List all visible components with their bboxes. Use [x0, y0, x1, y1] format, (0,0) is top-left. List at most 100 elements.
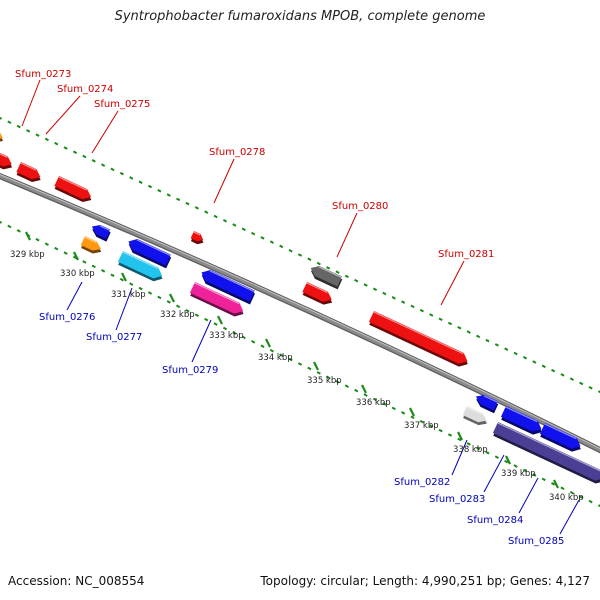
guide-dot	[597, 390, 600, 394]
leader-line	[91, 110, 119, 154]
arrow-highlight	[318, 266, 342, 278]
guide-dot	[476, 446, 481, 451]
tick-mark	[121, 272, 127, 282]
guide-dot	[372, 397, 378, 402]
guide-dot	[260, 236, 265, 240]
gene-arrow-blue-3[interactable]	[473, 392, 500, 414]
guide-dot	[401, 411, 406, 415]
leader-line	[45, 95, 81, 135]
gene-arrow-gray[interactable]	[307, 263, 343, 290]
gene-arrow-blue-1[interactable]	[125, 236, 172, 269]
gene-label-bottom[interactable]: Sfum_0283	[429, 494, 485, 505]
guide-dot	[7, 224, 12, 229]
gene-arrow-blue-small[interactable]	[89, 222, 112, 242]
gene-label-bottom[interactable]: Sfum_0277	[86, 332, 142, 343]
arrow-highlight	[483, 395, 498, 403]
guide-dot	[44, 242, 49, 246]
tick-mark	[265, 338, 271, 348]
gene-label-top[interactable]: Sfum_0275	[94, 99, 150, 110]
arrow-body	[475, 394, 498, 411]
guide-dot	[91, 159, 96, 163]
arrow-body	[80, 236, 102, 251]
gene-arrow-0276[interactable]	[80, 236, 105, 256]
gene-label-top[interactable]: Sfum_0273	[15, 69, 71, 80]
arrow-body	[462, 406, 487, 423]
backbone-highlight	[0, 174, 600, 449]
leader-line	[213, 158, 235, 204]
arrow-highlight	[99, 225, 111, 232]
gene-label-bottom[interactable]: Sfum_0279	[162, 365, 218, 376]
tick-mark	[25, 231, 31, 241]
arrow-highlight	[193, 231, 201, 236]
guide-dot	[176, 304, 181, 309]
guide-dot	[551, 368, 556, 373]
guide-dot	[326, 375, 331, 380]
guide-dot	[129, 176, 134, 180]
guide-dot	[157, 295, 162, 300]
guide-dot	[166, 193, 171, 197]
gene-arrow-0284[interactable]	[539, 423, 585, 455]
guide-dot	[213, 214, 218, 219]
guide-dot	[494, 343, 499, 347]
gene-label-top[interactable]: Sfum_0281	[438, 249, 494, 260]
guide-dot	[269, 348, 274, 353]
guide-dot	[391, 406, 396, 411]
gene-label-top[interactable]: Sfum_0274	[57, 84, 113, 95]
gene-arrow-0281[interactable]	[368, 311, 472, 370]
tick-label: 334 kbp	[258, 353, 293, 363]
arrow-body	[54, 176, 92, 200]
guide-dot	[335, 379, 340, 384]
gene-label-bottom[interactable]: Sfum_0285	[508, 536, 564, 547]
gene-label-bottom[interactable]: Sfum_0282	[394, 477, 450, 488]
gene-arrow-0280[interactable]	[301, 282, 335, 308]
gene-arrow-0285[interactable]	[492, 422, 600, 486]
guide-dot	[26, 129, 31, 133]
guide-dot	[176, 197, 181, 202]
gene-labels[interactable]: Sfum_0273Sfum_0274Sfum_0275Sfum_0278Sfum…	[15, 69, 564, 547]
genome-title: Syntrophobacter fumaroxidans MPOB, compl…	[114, 9, 486, 24]
guide-dot	[588, 499, 593, 504]
guide-dot	[147, 184, 153, 189]
tick-label: 330 kbp	[60, 269, 95, 279]
leader-line	[21, 79, 41, 127]
arrow-body	[368, 311, 468, 364]
gene-arrow-0274[interactable]	[15, 162, 44, 185]
gene-arrow-orange[interactable]	[0, 128, 6, 145]
guide-dot	[588, 385, 593, 390]
guide-dot	[119, 277, 124, 282]
gene-label-bottom[interactable]: Sfum_0276	[39, 312, 95, 323]
gene-arrow-0283[interactable]	[500, 406, 546, 438]
gene-arrow-0279[interactable]	[189, 282, 247, 319]
guide-dot	[147, 291, 153, 295]
guide-dot	[438, 428, 443, 433]
guide-dot	[410, 415, 415, 420]
gene-arrow-0282[interactable]	[462, 406, 490, 428]
guide-dot	[82, 260, 87, 264]
guide-dot	[447, 321, 453, 326]
gene-arrow-0275[interactable]	[53, 176, 95, 205]
guide-dot	[288, 248, 293, 253]
gene-features[interactable]	[0, 128, 600, 486]
guide-dot	[251, 340, 256, 344]
arrow-highlight	[505, 406, 538, 423]
gene-label-bottom[interactable]: Sfum_0284	[467, 515, 523, 526]
gene-arrow-0278[interactable]	[190, 231, 207, 246]
guide-dot	[232, 331, 237, 335]
guide-dot	[101, 163, 106, 167]
gene-label-top[interactable]: Sfum_0280	[332, 201, 388, 212]
guide-dot	[129, 282, 134, 286]
gene-arrow-0277[interactable]	[117, 251, 166, 284]
guide-dot	[541, 477, 546, 482]
arrow-body	[189, 282, 244, 314]
guide-dot	[569, 377, 574, 381]
gene-label-top[interactable]: Sfum_0278	[209, 147, 265, 158]
gene-arrow-0273[interactable]	[0, 151, 15, 172]
guide-dot	[447, 433, 453, 437]
arrow-highlight	[194, 282, 240, 305]
tick-mark	[361, 384, 367, 394]
gene-arrow-blue-2[interactable]	[198, 267, 256, 305]
guide-dot	[457, 326, 462, 330]
tick-label: 338 kbp	[453, 445, 488, 455]
